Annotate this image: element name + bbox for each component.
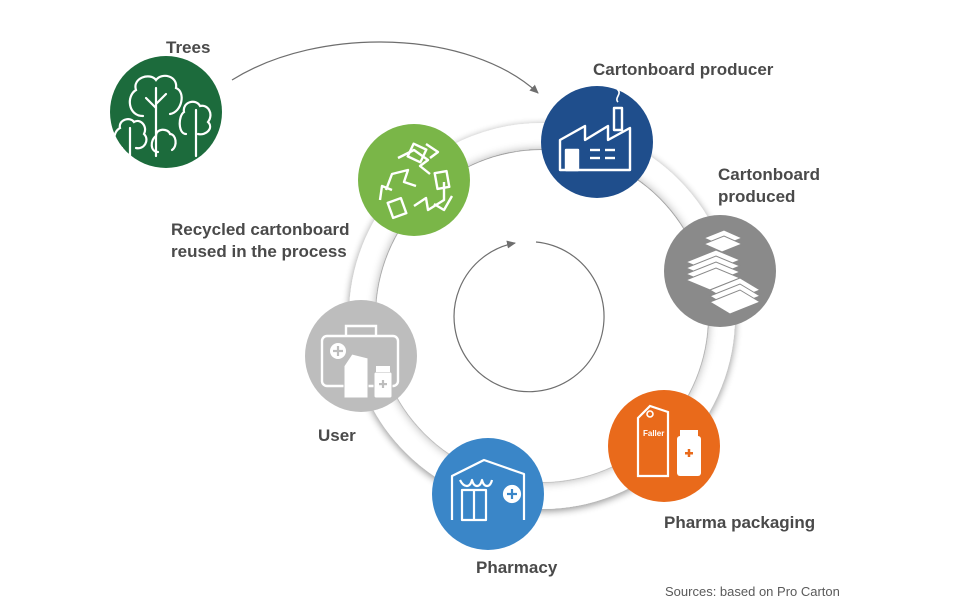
packaging-label: Pharma packaging [664,512,815,534]
factory-icon [558,79,632,172]
pharmacy-label-line: Pharmacy [476,558,558,577]
producer-label-line: Cartonboard producer [593,60,774,79]
produced-label-line-1: Cartonboard [718,165,820,184]
faller-brand-text: Faller [643,429,664,438]
packaging-label-line: Pharma packaging [664,513,816,532]
recycle-icon [378,142,454,220]
trees-to-producer-arrow [231,41,539,94]
stacked-sheets-icon [684,229,762,315]
recycle-node [358,124,470,236]
trees-label: Trees [166,37,210,59]
pharmacy-label: Pharmacy [476,557,557,579]
trees-node [110,56,222,168]
recycle-label-line-1: Recycled cartonboard [171,220,350,239]
source-note: Sources: based on Pro Carton [665,584,840,599]
pharmacy-store-icon [450,458,526,522]
recycle-label: Recycled cartonboard reused in the proce… [171,219,350,263]
inner-cycle-arrow [453,240,605,393]
trees-label-line: Trees [166,38,211,57]
packaging-node: Faller [608,390,720,502]
user-label-line: User [318,426,356,445]
pharmacy-node [432,438,544,550]
recycle-label-line-2: reused in the process [171,242,347,261]
producer-node [541,79,653,198]
producer-label: Cartonboard producer [593,59,773,81]
produced-label: Cartonboard produced [718,164,820,208]
trees-icon [113,74,212,158]
pharma-box-icon: Faller [636,404,701,478]
produced-node [664,215,776,327]
user-node [305,300,417,412]
produced-label-line-2: produced [718,187,796,206]
medical-kit-icon [320,324,400,399]
user-label: User [318,425,356,447]
